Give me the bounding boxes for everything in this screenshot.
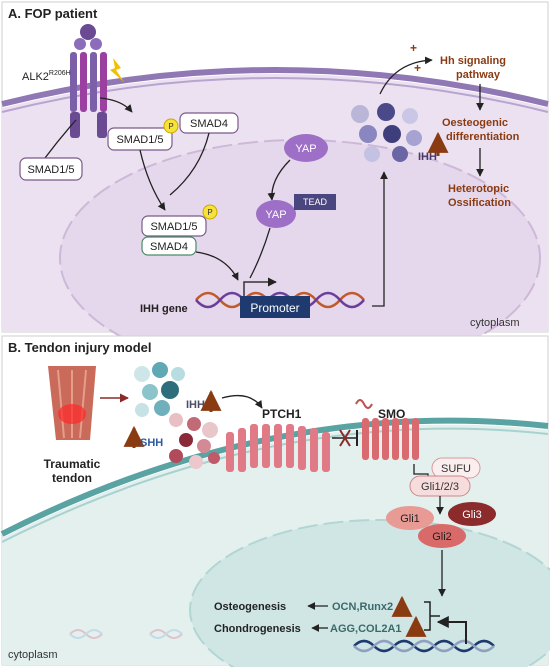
complex-to-promoter-arrow	[195, 251, 239, 281]
yap-to-promoter-line	[249, 227, 271, 279]
cell-membrane-a	[1, 67, 549, 107]
gli3-label: Gli3	[462, 509, 482, 521]
phospho-top-icon	[163, 118, 179, 134]
tead-box	[294, 194, 336, 210]
smad15-top-label: SMAD1/5	[116, 134, 163, 146]
smad15-complex-label: SMAD1/5	[150, 221, 197, 233]
cytoplasm-label-a: cytoplasm	[470, 317, 520, 329]
nucleus-b	[189, 519, 550, 667]
gene-to-ihh-arrow	[372, 171, 388, 307]
ihh-molecules-icon	[351, 103, 422, 162]
alk2-label: ALK2R206H	[22, 70, 71, 83]
promoter-label: Promoter	[250, 301, 299, 315]
transcription-start-arrow	[243, 277, 277, 296]
ptch1-receptor-icon	[226, 424, 330, 472]
ihh-label-b: IHH	[186, 399, 205, 411]
receptor-to-smad-line	[44, 119, 77, 159]
gli1-label: Gli1	[400, 513, 420, 525]
panel-a: A. FOP patient ALK2R206H SMAD1/5 SMAD1/5…	[1, 1, 549, 377]
cell-membrane-a-inner	[1, 77, 549, 113]
yap-top-label: YAP	[295, 143, 316, 155]
ihh-ligand-cluster-icon	[134, 362, 185, 417]
transcription-arrow-b	[436, 616, 467, 644]
smad4-to-complex-line	[169, 132, 210, 196]
tead-label: TEAD	[303, 197, 328, 207]
gli3-icon	[448, 502, 496, 526]
ptch1-label: PTCH1	[262, 407, 302, 421]
sufu-label: SUFU	[441, 463, 471, 475]
gli2-icon	[418, 524, 466, 548]
smo-label: SMO	[378, 407, 405, 421]
phospho-top-label: P	[168, 122, 173, 131]
smo-tail-icon	[355, 399, 373, 409]
shh-ligand-cluster-icon	[169, 413, 220, 469]
dna-helix-b-icon	[353, 639, 495, 653]
yap-complex-label: YAP	[265, 209, 286, 221]
ocn-runx2-label: OCN,Runx2	[332, 601, 393, 613]
phospho-complex-label: P	[207, 208, 212, 217]
faded-dna-icon	[69, 629, 183, 639]
smad4-complex-label: SMAD4	[150, 241, 188, 253]
ihh-gene-label: IHH gene	[140, 303, 188, 315]
gli1-icon	[386, 506, 434, 530]
block-x-icon	[339, 429, 351, 447]
ihh-label-a: IHH	[418, 151, 437, 163]
smo-receptor-icon	[362, 418, 419, 460]
smad4-top-label: SMAD4	[190, 118, 228, 130]
smad15-complex-box	[141, 215, 207, 237]
plus-2: +	[414, 61, 421, 75]
receptor-to-psmad-arrow	[99, 97, 133, 113]
panel-a-title: A. FOP patient	[8, 6, 98, 21]
ihh-to-hh-arrow	[379, 56, 433, 95]
gli2-label: Gli2	[432, 531, 452, 543]
smad15-left-box	[19, 157, 83, 181]
ligand-to-ptch1-arrow	[221, 394, 263, 409]
lightning-icon	[110, 58, 124, 82]
smad15-left-label: SMAD1/5	[27, 164, 74, 176]
plus-1: +	[410, 41, 417, 55]
alk2-receptor-icon	[70, 24, 107, 138]
yap-complex-icon	[256, 200, 296, 228]
yap-top-icon	[284, 134, 328, 162]
cytoplasm-label-b: cytoplasm	[8, 649, 58, 661]
phospho-complex-icon	[202, 204, 218, 220]
tendon-icon	[48, 366, 96, 440]
gli123-label: Gli1/2/3	[421, 481, 459, 493]
smad4-complex-box	[141, 236, 197, 256]
chondrogenesis-label: Chondrogenesis	[214, 623, 301, 635]
agg-col2a1-label: AGG,COL2A1	[330, 623, 402, 635]
promoter-box	[240, 296, 310, 318]
shh-label: SHH	[140, 437, 163, 449]
panel-b-title: B. Tendon injury model	[8, 340, 151, 355]
smad-to-complex-arrow	[139, 149, 166, 211]
osteogenesis-label: Osteogenesis	[214, 601, 286, 613]
yap-arrow	[267, 159, 291, 201]
